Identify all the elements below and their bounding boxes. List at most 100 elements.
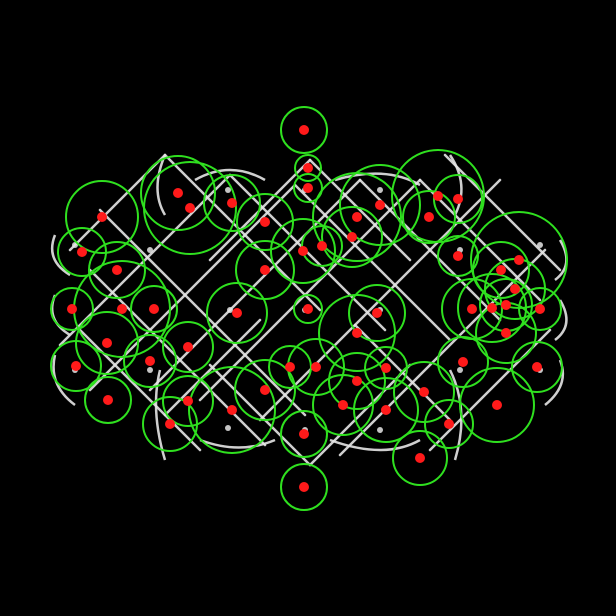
- detection-circle: [162, 375, 214, 427]
- detection-center: [415, 453, 425, 463]
- detection-circle: [130, 285, 178, 333]
- pattern-arc: [194, 168, 266, 182]
- detection-circle: [393, 361, 455, 423]
- detection-circle: [235, 240, 295, 300]
- detection-center: [183, 396, 193, 406]
- detection-center: [381, 363, 391, 373]
- pattern-node: [225, 187, 231, 193]
- detection-center: [67, 304, 77, 314]
- detection-circle: [234, 359, 296, 421]
- detection-center: [501, 328, 511, 338]
- detection-center: [352, 328, 362, 338]
- detection-center: [149, 304, 159, 314]
- pattern-line: [338, 248, 547, 457]
- detection-center: [77, 247, 87, 257]
- detection-circle: [424, 399, 474, 449]
- detection-circle: [280, 410, 328, 458]
- detection-circle: [140, 155, 216, 231]
- detection-center: [165, 419, 175, 429]
- pattern-line: [208, 363, 312, 467]
- detection-circle: [318, 294, 396, 372]
- pattern-node: [377, 187, 383, 193]
- pattern-node: [537, 242, 543, 248]
- detection-circle: [312, 374, 374, 436]
- detection-circle: [457, 273, 527, 343]
- detection-center: [303, 183, 313, 193]
- pattern-node: [147, 367, 153, 373]
- detection-center: [424, 212, 434, 222]
- detection-center: [352, 376, 362, 386]
- detection-circle: [162, 321, 214, 373]
- detection-center: [444, 419, 454, 429]
- detection-center: [260, 217, 270, 227]
- detection-center: [501, 300, 511, 310]
- detection-center: [347, 232, 357, 242]
- detection-centers-layer: [67, 125, 545, 492]
- detection-circle: [511, 341, 563, 393]
- detection-center: [232, 308, 242, 318]
- detection-circle: [353, 377, 419, 443]
- detection-center: [453, 194, 463, 204]
- detection-center: [102, 338, 112, 348]
- detection-circle: [392, 430, 448, 486]
- detection-circle: [472, 241, 530, 299]
- detection-center: [535, 304, 545, 314]
- detection-circle: [50, 287, 94, 331]
- detection-center: [510, 284, 520, 294]
- pattern-line: [88, 268, 267, 447]
- detection-center: [112, 265, 122, 275]
- detection-circle: [293, 173, 323, 203]
- pattern-arc: [329, 438, 421, 452]
- detection-center: [145, 356, 155, 366]
- detection-center: [467, 304, 477, 314]
- pattern-line: [163, 153, 322, 312]
- detection-center: [103, 395, 113, 405]
- detection-center: [338, 400, 348, 410]
- detection-circle: [459, 367, 535, 443]
- detection-center: [514, 255, 524, 265]
- detection-circles-layer: [50, 106, 568, 511]
- pattern-arc: [50, 234, 71, 277]
- detection-center: [303, 304, 313, 314]
- detection-center: [487, 303, 497, 313]
- detection-circle: [437, 235, 479, 277]
- detection-center: [227, 198, 237, 208]
- detection-circle: [84, 376, 132, 424]
- detection-circle: [518, 287, 562, 331]
- pattern-arc: [448, 154, 463, 216]
- detection-circle: [65, 180, 139, 254]
- pattern-line: [308, 363, 412, 467]
- detection-center: [532, 362, 542, 372]
- detection-circle: [328, 352, 386, 410]
- detection-center: [298, 246, 308, 256]
- detection-center: [299, 125, 309, 135]
- detection-center: [173, 188, 183, 198]
- pattern-node: [147, 247, 153, 253]
- pattern-arc: [199, 438, 276, 449]
- detection-circle: [348, 284, 406, 342]
- pattern-line: [98, 208, 307, 417]
- pattern-line: [198, 178, 422, 402]
- pattern-line: [78, 328, 202, 452]
- detection-center: [97, 212, 107, 222]
- detection-circle: [123, 334, 177, 388]
- detection-circle: [402, 190, 456, 244]
- pattern-arc: [554, 299, 568, 341]
- detection-center: [260, 385, 270, 395]
- pattern-node: [225, 425, 231, 431]
- detection-center: [352, 212, 362, 222]
- detection-circle: [321, 206, 383, 268]
- detection-circle: [75, 311, 139, 375]
- detection-circle: [203, 174, 261, 232]
- detection-circle: [188, 366, 276, 454]
- pattern-node: [227, 307, 233, 313]
- detection-center: [285, 362, 295, 372]
- detection-center: [433, 191, 443, 201]
- detection-center: [299, 482, 309, 492]
- detection-circle: [142, 396, 198, 452]
- pattern-line: [58, 173, 232, 347]
- pattern-line: [148, 178, 362, 392]
- detection-center: [71, 361, 81, 371]
- detection-circle: [293, 294, 323, 324]
